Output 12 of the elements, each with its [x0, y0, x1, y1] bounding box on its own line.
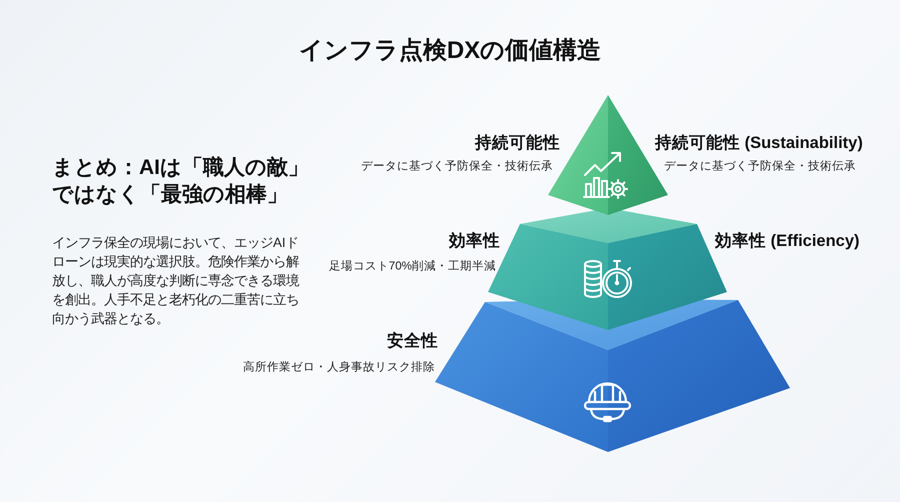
tier-description: 足場コスト70%削減・工期半減: [328, 258, 496, 274]
tier-description: データに基づく予防保全・技術伝承: [361, 158, 553, 174]
tier-heading: 持続可能性 (Sustainability): [655, 133, 863, 153]
diagram-title: インフラ点検DXの価値構造: [298, 36, 602, 66]
tier-heading: 安全性: [387, 331, 438, 351]
tier-heading: 効率性: [449, 231, 500, 251]
summary-paragraph: インフラ保全の現場において、エッジAIドローンは現実的な選択肢。危険作業から解放し、職人が高度な判断に専念できる環境を創出。人手不足と老朽化の二重苦に立ち向かう武器となる。: [52, 234, 300, 328]
tier-description: 高所作業ゼロ・人身事故リスク排除: [243, 360, 435, 374]
tier-heading: 効率性 (Efficiency): [715, 231, 860, 251]
tier-description: データに基づく予防保全・技術伝承: [664, 158, 856, 174]
tier-heading: 持続可能性: [475, 133, 560, 153]
summary-heading: まとめ：AIは「職人の敵」ではなく「最強の相棒」: [52, 155, 310, 208]
